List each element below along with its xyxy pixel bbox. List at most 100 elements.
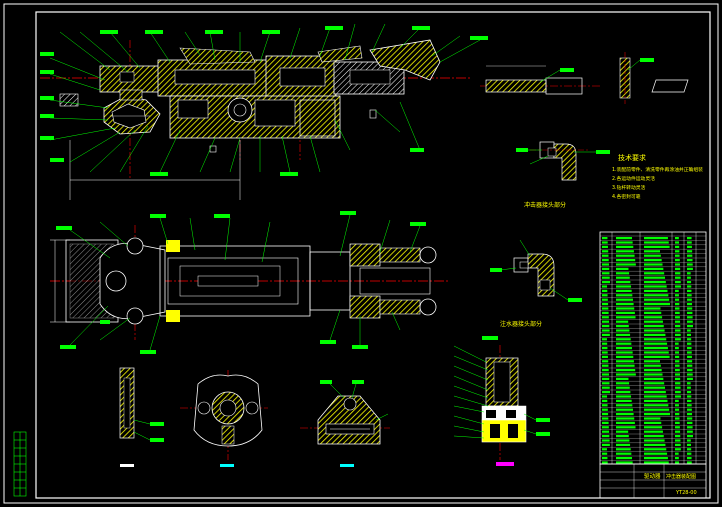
parts-list-entry-mark — [687, 360, 693, 363]
parts-list-entry-mark — [644, 448, 667, 451]
parts-list-entry-mark — [675, 237, 679, 240]
parts-list-entry-mark — [616, 298, 633, 301]
parts-list-entry-mark — [644, 325, 664, 328]
parts-list-entry-mark — [616, 457, 632, 460]
parts-list-entry-mark — [616, 364, 635, 367]
parts-list-entry-mark — [687, 386, 691, 389]
parts-list-entry-mark — [602, 386, 610, 389]
detail-small-bushing — [119, 367, 135, 467]
parts-list-entry-mark — [687, 364, 693, 367]
parts-list-entry-mark — [644, 417, 661, 420]
parts-list-entry-mark — [602, 426, 609, 429]
technical-requirements-title: 技术要求 — [618, 153, 646, 162]
parts-list-entry-mark — [644, 435, 664, 438]
parts-list-entry-mark — [602, 443, 610, 446]
parts-list-entry-mark — [616, 267, 629, 270]
parts-list-entry-mark — [675, 303, 680, 306]
parts-list-entry-mark — [644, 254, 661, 257]
parts-list-entry-mark — [644, 395, 667, 398]
parts-list-entry-mark — [675, 329, 681, 332]
parts-list-entry-mark — [687, 329, 691, 332]
parts-list-entry-mark — [602, 373, 609, 376]
parts-list-entry-mark — [675, 421, 680, 424]
parts-list-entry-mark — [675, 430, 681, 433]
parts-list-entry-mark — [687, 311, 693, 314]
parts-list-entry-mark — [644, 360, 661, 363]
parts-list-entry-mark — [675, 250, 680, 253]
parts-list-entry-mark — [616, 342, 632, 345]
view-caption-1: 冲击器接头部分 — [524, 201, 566, 209]
parts-list-entry-mark — [644, 426, 663, 429]
parts-list-entry-mark — [616, 448, 631, 451]
technical-requirements: 技术要求 1.装配前零件、清洗零件再涂油并正确组装 2.各运动件运动灵活 3.钻… — [612, 153, 703, 200]
parts-list-entry-mark — [687, 250, 693, 253]
parts-list-entry-mark — [602, 325, 610, 328]
parts-list-entry-mark — [687, 408, 692, 411]
parts-list-entry-mark — [602, 399, 608, 402]
parts-list-entry-mark — [616, 237, 632, 240]
parts-list-entry-mark — [616, 386, 630, 389]
parts-list-entry-mark — [675, 333, 681, 336]
parts-list-entry-mark — [675, 364, 680, 367]
leader-lines-top — [49, 23, 481, 173]
parts-list-entry-mark — [687, 382, 691, 385]
parts-list-entry-mark — [675, 325, 681, 328]
parts-list-entry-mark — [644, 391, 666, 394]
parts-list-entry-mark — [602, 267, 610, 270]
leader-lines-joint-1 — [528, 149, 596, 165]
detail-pin — [480, 52, 689, 104]
plan-view — [50, 225, 450, 340]
parts-list-entry-mark — [675, 267, 681, 270]
parts-list-entry-mark — [687, 259, 693, 262]
parts-list-entry-mark — [675, 413, 680, 416]
parts-list-entry-mark — [644, 250, 661, 253]
part-number-tags-joint-1 — [516, 148, 610, 154]
parts-list-entry-mark — [602, 369, 609, 372]
parts-list-entry-mark — [644, 386, 666, 389]
parts-list-entry-mark — [687, 435, 693, 438]
parts-list-entry-mark — [616, 421, 635, 424]
parts-list-entry-mark — [644, 320, 663, 323]
binding-strip — [13, 431, 27, 497]
parts-list — [599, 231, 707, 465]
parts-list-entry-mark — [616, 360, 634, 363]
parts-list-entry-mark — [687, 272, 691, 275]
parts-list-entry-mark — [687, 461, 692, 464]
parts-list-entry-mark — [616, 294, 633, 297]
parts-list-entry-mark — [644, 276, 666, 279]
parts-list-entry-mark — [616, 404, 633, 407]
parts-list-entry-mark — [602, 448, 607, 451]
parts-list-entry-mark — [675, 289, 679, 292]
technical-requirement-2: 2.各运动件运动灵活 — [612, 175, 655, 182]
parts-list-entry-mark — [616, 347, 632, 350]
parts-list-entry-mark — [602, 421, 609, 424]
parts-list-entry-mark — [602, 311, 609, 314]
leader-lines-valve-section — [453, 345, 537, 439]
parts-list-entry-mark — [644, 408, 670, 411]
parts-list-entry-mark — [644, 347, 668, 350]
parts-list-entry-mark — [675, 439, 681, 442]
parts-list-entry-mark — [602, 457, 608, 460]
parts-list-entry-mark — [616, 351, 633, 354]
parts-list-entry-mark — [644, 351, 669, 354]
parts-list-entry-mark — [687, 342, 692, 345]
parts-list-entry-mark — [644, 245, 670, 248]
parts-list-entry-mark — [616, 399, 632, 402]
parts-list-entry-mark — [602, 281, 610, 284]
parts-list-entry-mark — [616, 338, 631, 341]
part-number-tags-bushing — [150, 422, 164, 442]
parts-list-entry-mark — [687, 452, 692, 455]
parts-list-entry-mark — [675, 360, 680, 363]
parts-list-entry-mark — [616, 369, 636, 372]
parts-list-entry-mark — [687, 237, 692, 240]
parts-list-entry-mark — [644, 338, 667, 341]
parts-list-entry-mark — [687, 457, 692, 460]
parts-list-entry-mark — [687, 289, 692, 292]
parts-list-entry-mark — [675, 443, 681, 446]
parts-list-entry-mark — [687, 369, 693, 372]
parts-list-entry-mark — [687, 320, 693, 323]
parts-list-entry-mark — [602, 342, 608, 345]
parts-list-entry-mark — [602, 355, 608, 358]
parts-list-entry-mark — [644, 241, 669, 244]
detail-joint-1 — [530, 141, 590, 181]
